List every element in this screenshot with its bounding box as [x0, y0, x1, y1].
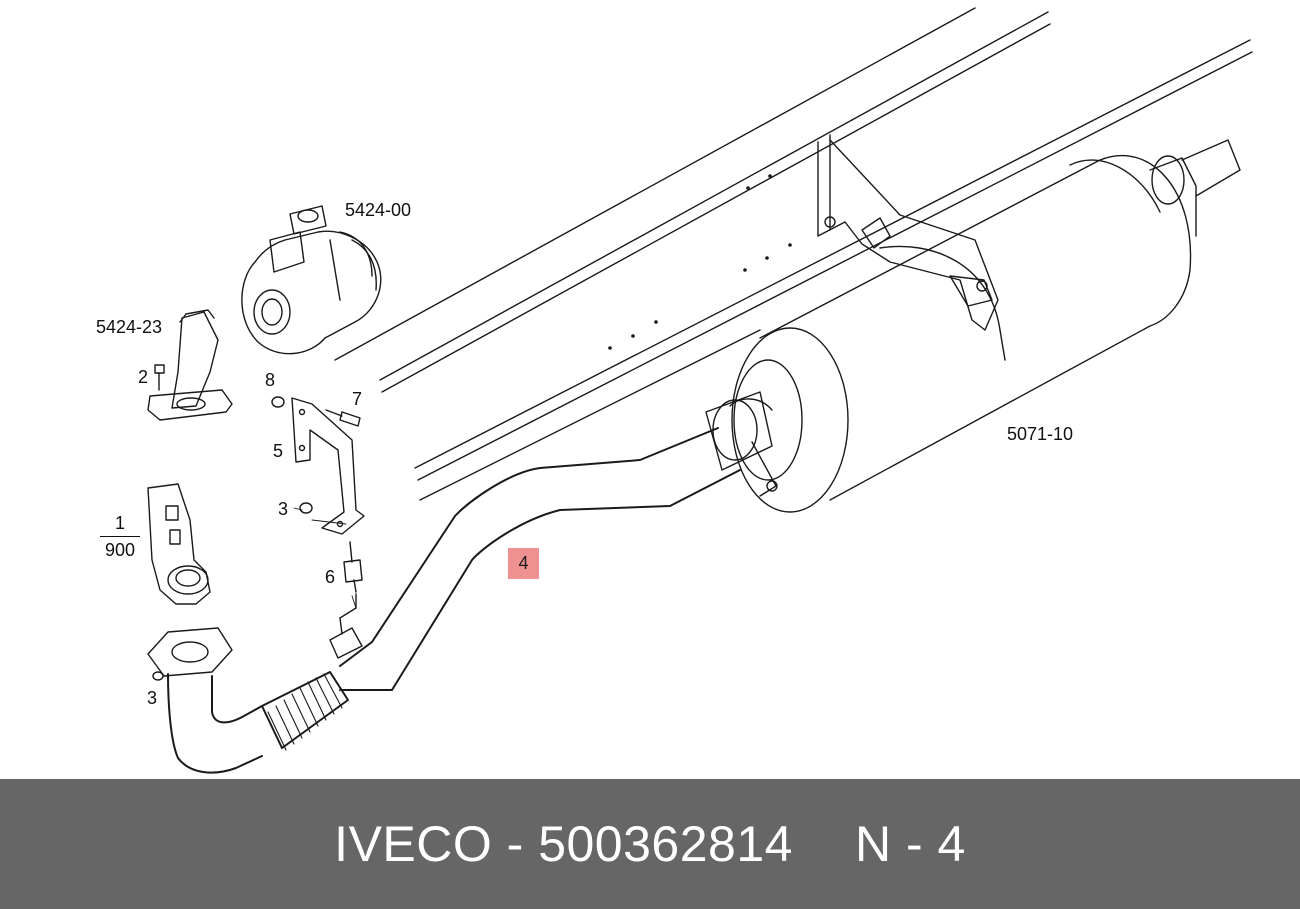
pipe-flange [147, 627, 233, 681]
bracket-5 [291, 397, 365, 535]
label-nut-8: 8 [265, 370, 276, 390]
parts-diagram: 5424-00 5424-23 2 8 7 5 3 6 3 5071-10 1 … [96, 7, 1253, 774]
bolt-2 [154, 364, 165, 391]
muffler-hanger [824, 139, 1006, 361]
label-bracket-5: 5 [273, 441, 284, 461]
turbocharger [241, 205, 382, 355]
label-stud-6: 6 [325, 567, 336, 587]
exhaust-elbow [147, 309, 233, 421]
label-turbocharger: 5424-00 [345, 200, 412, 220]
label-screw-7: 7 [352, 389, 363, 409]
label-engine-mount: 1 900 [98, 514, 142, 559]
label-nut-3-lower: 3 [147, 688, 158, 708]
nut-3-upper [299, 502, 313, 514]
exhaust-system-drawing [147, 7, 1253, 774]
footer-bar: IVECO - 500362814 N - 4 [0, 779, 1300, 909]
screw-7 [325, 409, 361, 427]
nut-8 [271, 396, 285, 408]
leader-lines [293, 507, 357, 609]
chassis-frame-rails [334, 7, 1253, 501]
stud-6 [329, 541, 363, 659]
muffler [705, 139, 1241, 513]
label-exhaust-elbow: 5424-23 [96, 317, 163, 337]
label-muffler: 5071-10 [1007, 424, 1074, 444]
mount-numerator: 1 [114, 513, 125, 533]
frame-rivets [608, 174, 792, 350]
engine-mount [147, 483, 211, 605]
mount-denominator: 900 [104, 540, 136, 560]
part-position: N - 4 [854, 816, 966, 872]
flex-bellows [267, 673, 343, 751]
highlighted-part-4[interactable]: 4 [508, 548, 539, 579]
fraction-bar [100, 536, 140, 537]
brand-part-number: IVECO - 500362814 [334, 816, 793, 872]
footer-caption: IVECO - 500362814 N - 4 [0, 779, 1300, 909]
label-nut-3-upper: 3 [278, 499, 289, 519]
exhaust-pipe [167, 427, 741, 774]
label-bolt-2: 2 [138, 367, 149, 387]
